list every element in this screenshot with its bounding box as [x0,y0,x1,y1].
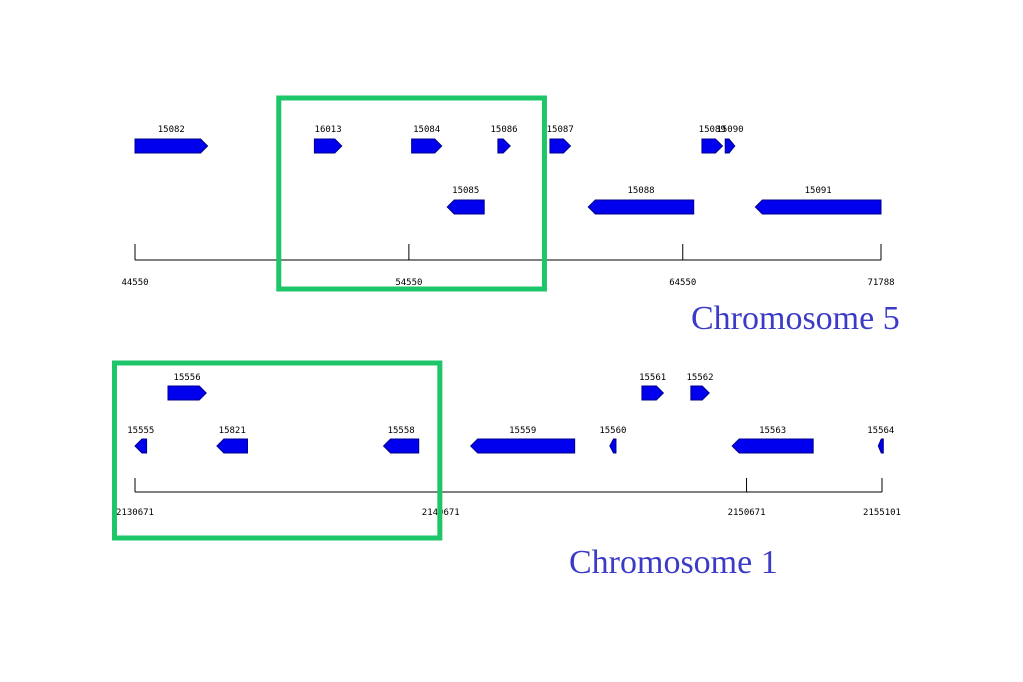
gene-label-15564: 15564 [867,426,894,436]
highlight-boxes [111,95,547,541]
gene-label-15084: 15084 [413,125,440,135]
gene-arrow-15087 [549,138,572,154]
gene-arrow-15085 [446,199,485,215]
gene-arrow-15556 [167,385,207,401]
gene-label-15088: 15088 [627,186,654,196]
gene-label-15086: 15086 [491,125,518,135]
gene-arrow-15090 [724,138,736,154]
scale-tick-label: 44550 [121,278,148,288]
gene-label-15559: 15559 [509,426,536,436]
gene-arrow-15555 [134,438,148,454]
gene-arrow-15563 [731,438,814,454]
gene-label-15561: 15561 [639,373,666,383]
gene-arrow-15559 [469,438,576,454]
gene-arrow-15084 [411,138,443,154]
gene-arrow-15082 [134,138,209,154]
gene-label-15090: 15090 [716,125,743,135]
gene-label-15560: 15560 [599,426,626,436]
scale-tick-label: 2155101 [863,508,901,518]
gene-label-15089: 15089 [699,125,726,135]
gene-label-15556: 15556 [174,373,201,383]
gene-arrow-15564 [877,438,884,454]
gene-label-15087: 15087 [547,125,574,135]
highlight-box-chromosome5 [276,95,547,292]
gene-label-15821: 15821 [219,426,246,436]
gene-arrow-15558 [382,438,420,454]
gene-label-15082: 15082 [158,125,185,135]
scale-tick-label: 2150671 [728,508,766,518]
gene-label-16013: 16013 [315,125,342,135]
scale-tick-label: 71788 [867,278,894,288]
gene-label-15558: 15558 [388,426,415,436]
chromosome-5-title: Chromosome 5 [691,300,900,337]
gene-arrow-15091 [754,199,882,215]
gene-arrow-15089 [701,138,724,154]
gene-label-15091: 15091 [805,186,832,196]
gene-arrow-16013 [313,138,343,154]
highlight-box-chromosome1 [111,360,443,541]
gene-arrow-15560 [609,438,617,454]
gene-label-15555: 15555 [127,426,154,436]
gene-label-15085: 15085 [452,186,479,196]
scale-tick-label: 2130671 [116,508,154,518]
gene-arrow-15561 [641,385,665,401]
chromosome-1-title: Chromosome 1 [569,544,778,581]
gene-arrow-15562 [690,385,710,401]
gene-arrow-15086 [497,138,511,154]
gene-label-15562: 15562 [686,373,713,383]
scale-tick-label: 54550 [395,278,422,288]
chromosome-5-track: 44550 54550 64550 71788 15082 16013 15084 15086… [121,125,894,288]
gene-arrow-15821 [216,438,248,454]
gene-arrow-15088 [587,199,695,215]
scale-tick-label: 64550 [669,278,696,288]
gene-label-15563: 15563 [759,426,786,436]
